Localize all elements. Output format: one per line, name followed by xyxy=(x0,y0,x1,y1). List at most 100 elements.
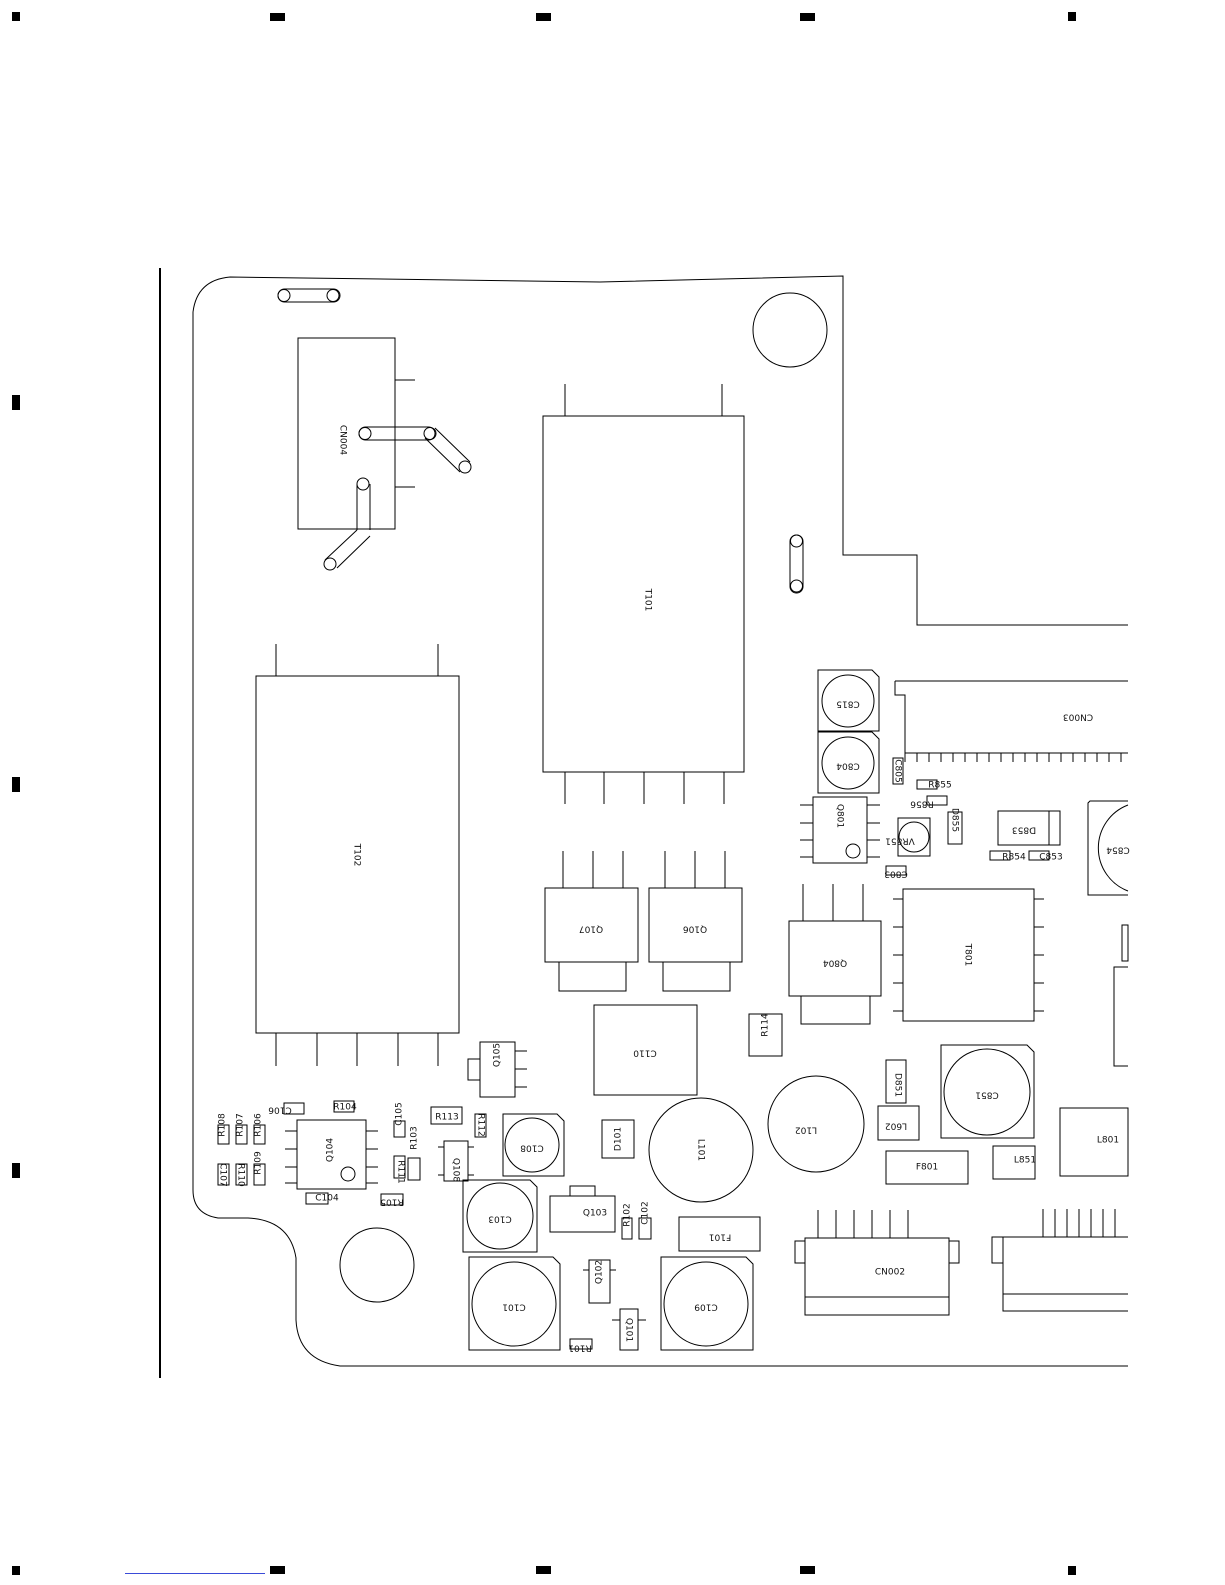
connector-cn002 xyxy=(794,1210,960,1316)
registration-marks xyxy=(12,12,1076,1575)
inductor-l102 xyxy=(767,1075,865,1173)
transformer-t801 xyxy=(893,888,1044,1022)
label-c851: C851 xyxy=(975,1090,998,1100)
label-c805: C805 xyxy=(893,759,903,782)
resistor-r108 xyxy=(217,1124,230,1145)
label-q103: Q103 xyxy=(583,1209,607,1219)
label-vr851: VR851 xyxy=(885,836,915,846)
footer-link-underline xyxy=(125,1573,265,1574)
inductor-l602 xyxy=(877,1105,920,1141)
label-r111: R111 xyxy=(396,1160,406,1183)
label-r112: R112 xyxy=(476,1113,486,1136)
label-q108: Q108 xyxy=(451,1158,461,1183)
label-q801: Q801 xyxy=(835,804,845,828)
inductor-l101 xyxy=(648,1097,754,1203)
board-outline xyxy=(192,275,1128,1367)
label-c109: C109 xyxy=(694,1302,718,1312)
transistor-q106 xyxy=(648,851,743,992)
variable-resistor-vr851 xyxy=(897,817,931,857)
label-l851: L851 xyxy=(1014,1156,1036,1166)
fuse-f801 xyxy=(885,1150,969,1185)
capacitor-c105 xyxy=(393,1120,406,1138)
label-c101: C101 xyxy=(502,1302,525,1312)
resistor-r103 xyxy=(393,1155,406,1179)
capacitor-c815 xyxy=(817,669,880,732)
resistor-r105 xyxy=(380,1193,404,1206)
label-cn003: CN003 xyxy=(1063,712,1093,722)
label-r854: R854 xyxy=(1002,853,1026,863)
label-c107: C107 xyxy=(218,1163,228,1186)
transformer-t102 xyxy=(255,644,460,1066)
capacitor-c805 xyxy=(892,757,904,785)
diode-d855 xyxy=(947,811,963,845)
resistor-r101 xyxy=(569,1338,593,1350)
label-t102: T102 xyxy=(352,843,362,867)
label-c854: C854 xyxy=(1106,845,1130,855)
fuse-f101 xyxy=(678,1216,761,1252)
label-r102: R102 xyxy=(623,1203,633,1226)
diode-d101 xyxy=(601,1119,635,1159)
capacitor-c109 xyxy=(660,1256,754,1351)
inductor-l851 xyxy=(992,1145,1036,1180)
resistor-r113 xyxy=(430,1106,463,1125)
capacitor-c804 xyxy=(817,731,880,794)
diode-d851 xyxy=(885,1059,907,1104)
connector-cn004 xyxy=(297,337,415,530)
label-r106: R106 xyxy=(254,1113,264,1137)
transistor-q107 xyxy=(544,851,639,992)
resistor-r111 xyxy=(407,1157,421,1181)
label-r107: R107 xyxy=(236,1113,246,1136)
jumpers xyxy=(277,288,804,594)
label-q804: Q804 xyxy=(823,958,848,968)
label-f101: F101 xyxy=(709,1232,731,1242)
resistor-r104 xyxy=(333,1100,355,1113)
mounting-hole xyxy=(752,292,828,368)
label-q101: Q101 xyxy=(624,1318,634,1342)
label-cn002: CN002 xyxy=(875,1268,905,1278)
label-r108: R108 xyxy=(218,1113,228,1137)
label-c106: C106 xyxy=(268,1105,292,1115)
diode-d853 xyxy=(997,810,1061,846)
transistor-q104 xyxy=(285,1119,378,1190)
label-r113: R113 xyxy=(435,1113,458,1123)
transistor-q804 xyxy=(788,884,882,1025)
label-q106: Q106 xyxy=(683,924,708,934)
label-r114: R114 xyxy=(761,1013,771,1037)
label-c105: C105 xyxy=(395,1102,405,1125)
label-c104: C104 xyxy=(315,1194,339,1204)
resistor-r856 xyxy=(926,795,948,806)
partial-part xyxy=(1121,924,1129,962)
label-l102: L102 xyxy=(795,1125,817,1135)
transistor-q105 xyxy=(467,1041,527,1098)
connector-partial xyxy=(991,1209,1128,1312)
label-c103: C103 xyxy=(488,1214,511,1224)
capacitor-c106 xyxy=(283,1102,305,1115)
label-l801: L801 xyxy=(1097,1136,1119,1146)
label-d101: D101 xyxy=(614,1127,624,1151)
capacitor-c853 xyxy=(1028,850,1050,861)
label-r855: R855 xyxy=(928,781,951,791)
transistor-q102 xyxy=(583,1259,616,1304)
resistor-r114 xyxy=(748,1013,783,1057)
label-r104: R104 xyxy=(333,1103,357,1113)
resistor-r106 xyxy=(253,1124,266,1145)
label-q105: Q105 xyxy=(493,1043,503,1067)
connector-cn003 xyxy=(894,680,1128,762)
label-c110: C110 xyxy=(633,1048,657,1058)
capacitor-c110 xyxy=(593,1004,698,1096)
label-c102: C102 xyxy=(641,1201,651,1224)
label-r105: R105 xyxy=(380,1197,403,1207)
capacitor-c102 xyxy=(638,1217,652,1240)
label-t101: T101 xyxy=(643,588,653,612)
transistor-q108 xyxy=(438,1140,474,1182)
resistor-r855 xyxy=(916,779,938,790)
label-q104: Q104 xyxy=(326,1138,336,1163)
label-q102: Q102 xyxy=(595,1260,605,1284)
capacitor-c104 xyxy=(305,1192,329,1205)
resistor-r110 xyxy=(235,1163,248,1186)
label-c803: C803 xyxy=(884,869,907,879)
label-t801: T801 xyxy=(963,943,973,967)
label-c853: C853 xyxy=(1039,853,1062,863)
